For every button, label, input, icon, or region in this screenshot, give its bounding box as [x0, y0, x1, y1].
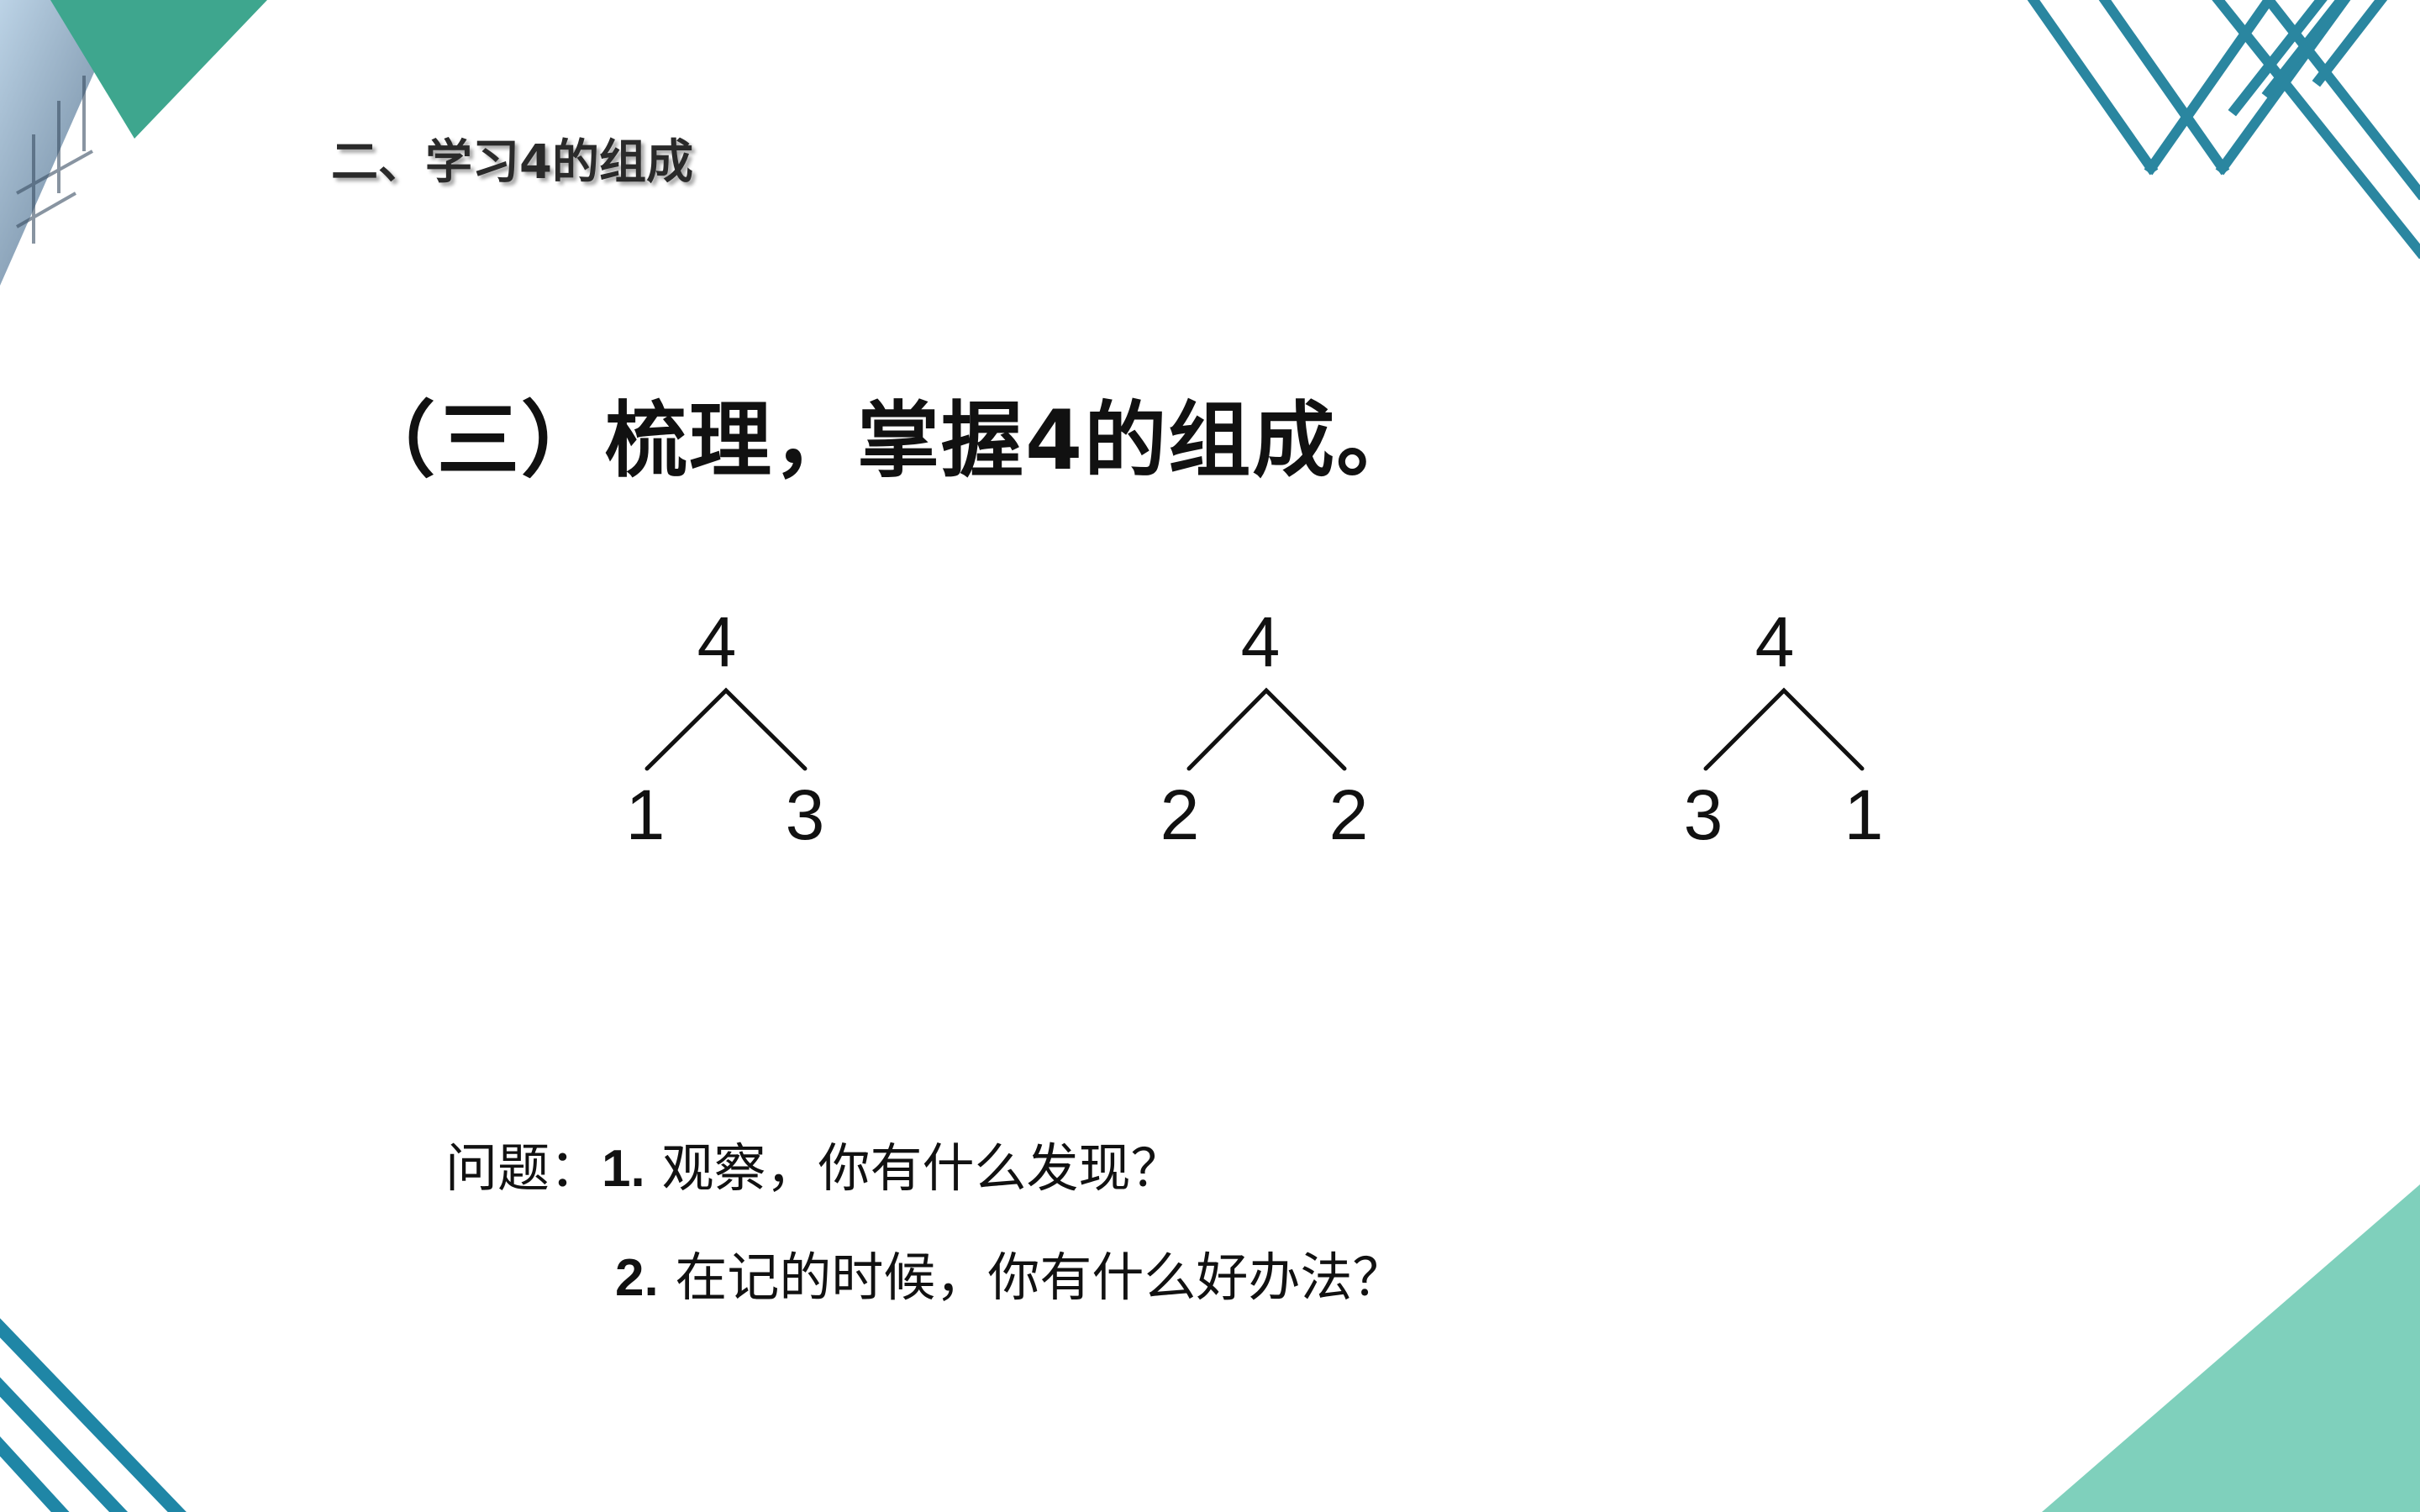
question-1-text: 观察，你有什么发现？ — [645, 1137, 1183, 1199]
top-right-line-pattern — [2033, 0, 2420, 252]
question-2-number: 2. — [615, 1249, 659, 1307]
number-tree-lines — [647, 690, 1862, 769]
tree-2-right-part: 2 — [1329, 780, 1369, 850]
tree-3-right-part: 1 — [1844, 780, 1884, 850]
tree-1-left-part: 1 — [626, 780, 666, 850]
tree-3-whole: 4 — [1755, 606, 1795, 677]
tree-1-right-part: 3 — [786, 780, 825, 850]
question-1: 问题：1. 观察，你有什么发现？ — [445, 1126, 1182, 1201]
tree-3-branches — [1706, 690, 1862, 769]
question-2-text: 在记的时候，你有什么好办法？ — [659, 1247, 1405, 1308]
tree-1-whole: 4 — [697, 606, 737, 677]
section-heading: （三）梳理，掌握4的组成。 — [353, 374, 1420, 493]
tree-3-left-part: 3 — [1684, 780, 1723, 850]
questions-label: 问题： — [445, 1137, 602, 1199]
question-2: 2. 在记的时候，你有什么好办法？ — [615, 1235, 1404, 1310]
tree-2-branches — [1189, 690, 1344, 769]
tree-1-branches — [647, 690, 805, 769]
bottom-right-mint-triangle — [2042, 1184, 2420, 1512]
tree-2-whole: 4 — [1241, 606, 1281, 677]
bottom-left-stripes — [0, 1310, 193, 1512]
tree-2-left-part: 2 — [1160, 780, 1200, 850]
header-title: 二、学习4的组成 — [331, 124, 693, 192]
question-1-number: 1. — [602, 1140, 645, 1198]
